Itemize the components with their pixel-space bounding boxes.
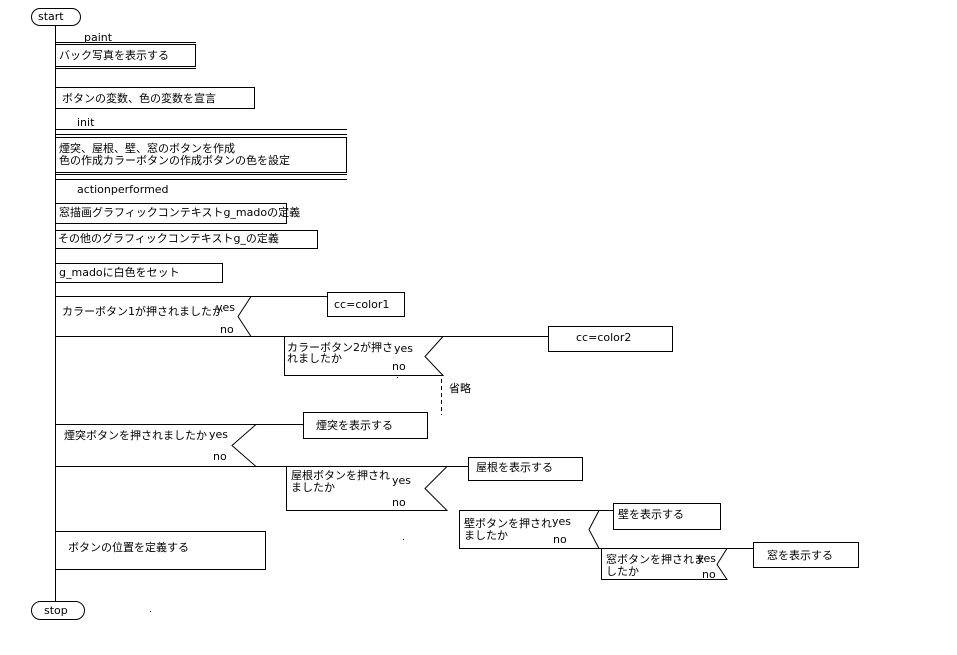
result-box bbox=[613, 503, 721, 530]
process-declare-vars: ボタンの変数、色の変数を宣言 bbox=[62, 92, 216, 105]
process-box bbox=[55, 137, 347, 173]
decision-roof-question-1: 屋根ボタンを押され bbox=[291, 469, 390, 482]
result-box bbox=[327, 292, 405, 317]
decision-branch bbox=[459, 510, 600, 549]
decision-color2-question-2: れましたか bbox=[287, 352, 342, 365]
process-define-position: ボタンの位置を定義する bbox=[68, 541, 189, 554]
process-create-buttons: 煙突、屋根、壁、窓のボタンを作成 bbox=[59, 142, 235, 155]
stop-label: stop bbox=[44, 604, 68, 617]
decision-chimney-no: no bbox=[213, 450, 227, 463]
decision-color1-no: no bbox=[220, 323, 234, 336]
process-box bbox=[55, 44, 196, 67]
result-box bbox=[548, 326, 673, 352]
decision-window-question-1: 窓ボタンを押されま bbox=[606, 553, 705, 566]
decision-wall-question-2: ましたか bbox=[464, 529, 508, 542]
result-roof: 屋根を表示する bbox=[476, 461, 553, 474]
decision-branch bbox=[601, 548, 728, 580]
decision-branch bbox=[55, 424, 258, 467]
decision-roof-question-2: ましたか bbox=[291, 481, 335, 494]
decision-color2-no: no bbox=[392, 360, 406, 373]
stop-terminal bbox=[31, 601, 85, 620]
section-action-label: actionperformed bbox=[77, 183, 169, 196]
result-wall: 壁を表示する bbox=[618, 508, 684, 521]
process-back-photo: バック写真を表示する bbox=[59, 49, 169, 62]
process-box bbox=[55, 531, 266, 570]
result-color1: cc=color1 bbox=[334, 298, 390, 311]
result-window: 窓を表示する bbox=[767, 549, 833, 562]
process-set-white: g_madoに白色をセット bbox=[59, 266, 180, 279]
process-define-g-mado: 窓描画グラフィックコンテキストg_madoの定義 bbox=[59, 206, 301, 219]
decision-branch bbox=[55, 296, 252, 337]
result-chimney: 煙突を表示する bbox=[316, 419, 393, 432]
decision-wall-no: no bbox=[553, 533, 567, 546]
section-paint-label: paint bbox=[84, 31, 113, 44]
decision-window-yes: yes bbox=[697, 552, 717, 565]
start-label: start bbox=[38, 10, 64, 23]
decision-window-question-2: したか bbox=[606, 565, 639, 578]
decision-roof-no: no bbox=[392, 496, 406, 509]
result-box bbox=[753, 542, 859, 568]
process-create-colors: 色の作成カラーボタンの作成ボタンの色を設定 bbox=[59, 154, 290, 167]
omit-label: 省略 bbox=[449, 382, 471, 395]
decision-chimney-yes: yes bbox=[209, 428, 229, 441]
decision-wall-yes: yes bbox=[552, 515, 572, 528]
stray-dot bbox=[397, 377, 398, 378]
process-box bbox=[55, 263, 223, 283]
stray-dot bbox=[150, 611, 151, 612]
result-box bbox=[303, 412, 428, 439]
decision-color1-yes: yes bbox=[216, 301, 236, 314]
decision-color1-question: カラーボタン1が押されましたか bbox=[62, 305, 223, 318]
process-box bbox=[55, 87, 255, 109]
decision-branch bbox=[284, 336, 445, 376]
result-box bbox=[468, 457, 583, 481]
decision-color2-yes: yes bbox=[394, 342, 414, 355]
decision-color2-question-1: カラーボタン2が押さ bbox=[287, 341, 393, 354]
section-init-label: init bbox=[77, 116, 95, 129]
decision-chimney-question: 煙突ボタンを押されましたか bbox=[64, 429, 207, 442]
decision-branch bbox=[286, 466, 449, 511]
process-box bbox=[55, 230, 318, 249]
result-color2: cc=color2 bbox=[576, 331, 632, 344]
decision-window-no: no bbox=[702, 568, 716, 581]
process-define-g: その他のグラフィックコンテキストg_の定義 bbox=[58, 232, 279, 245]
decision-wall-question-1: 壁ボタンを押され bbox=[464, 517, 552, 530]
decision-roof-yes: yes bbox=[392, 474, 412, 487]
stray-dot bbox=[403, 539, 404, 540]
process-box bbox=[55, 203, 287, 224]
